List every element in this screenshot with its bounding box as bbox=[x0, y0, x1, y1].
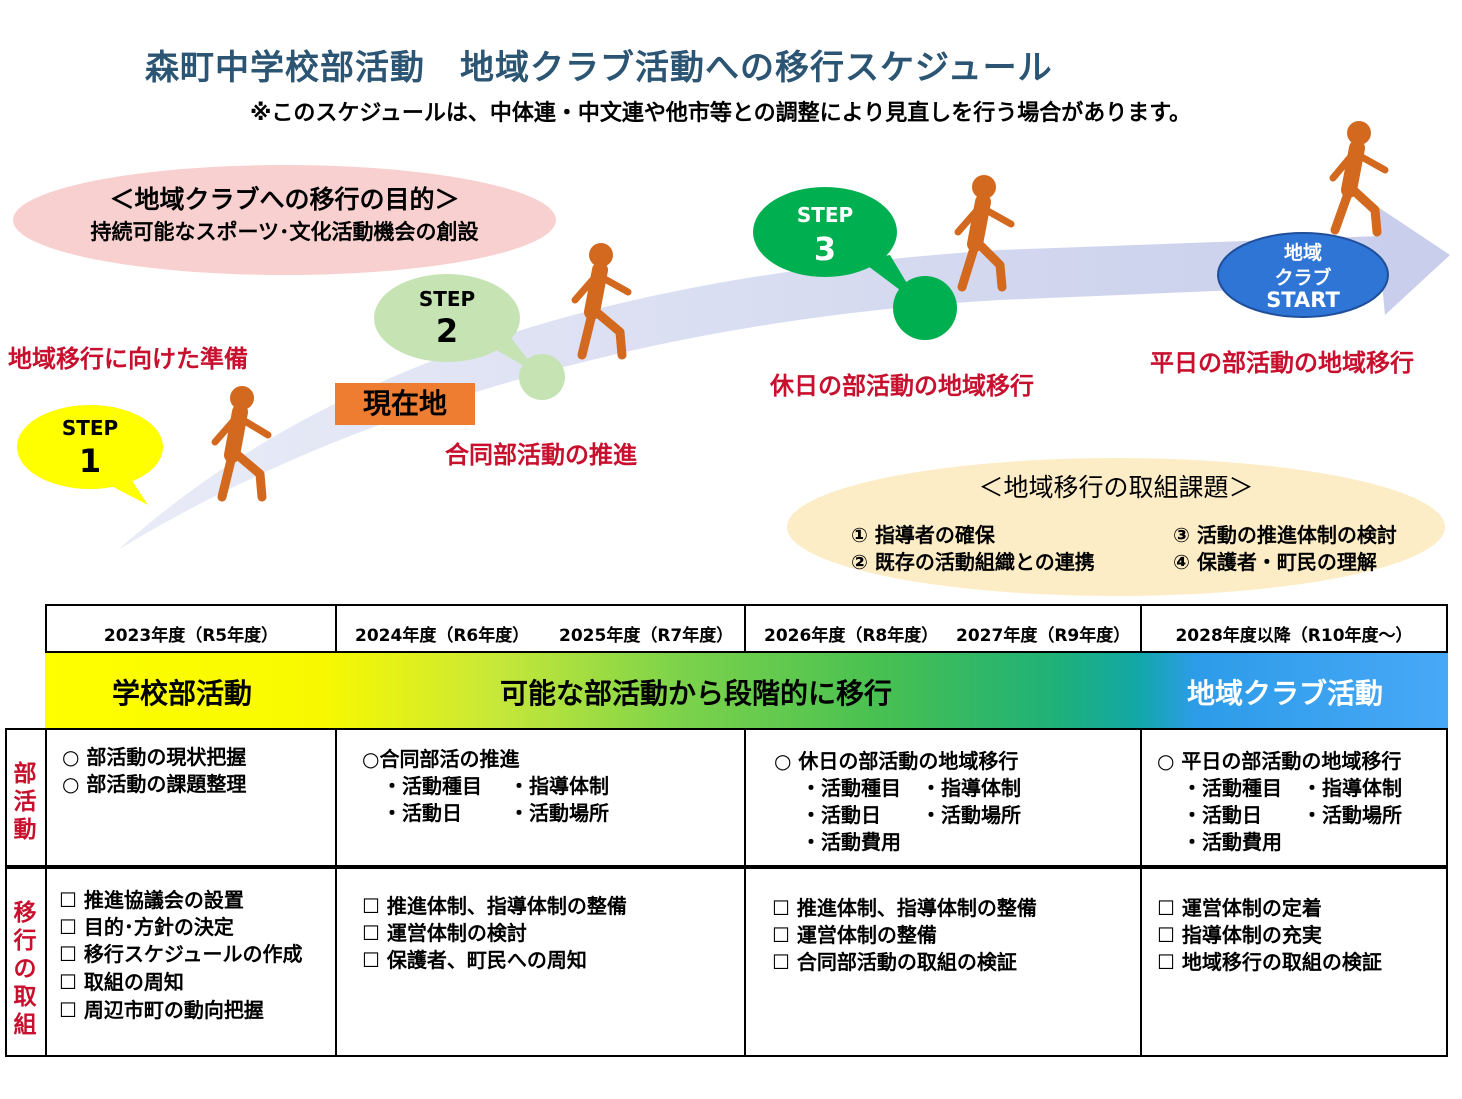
goal-line3: START bbox=[1266, 288, 1340, 312]
walker-icon bbox=[571, 243, 632, 360]
row2-cell: ☐ 推進協議会の設置 ☐ 目的･方針の決定 ☐ 移行スケジュールの作成 ☐ 取組… bbox=[45, 867, 335, 1057]
cell-line: ・活動種目 ・指導体制 bbox=[382, 774, 609, 798]
transition-band bbox=[45, 653, 1448, 728]
row1-cell: ○合同部活の推進 ・活動種目 ・指導体制 ・活動日 ・活動場所 bbox=[335, 728, 744, 867]
row-label-cell: 移行の取組 bbox=[5, 867, 45, 1057]
cell-line: ・活動費用 bbox=[1182, 830, 1282, 854]
year-label: 2026年度（R8年度） bbox=[764, 626, 939, 646]
purpose-heading: ＜地域クラブへの移行の目的＞ bbox=[109, 185, 460, 214]
step1-number: 1 bbox=[78, 442, 102, 480]
year-label: 2027年度（R9年度） bbox=[956, 626, 1131, 646]
row1-label-text: 部活動 bbox=[13, 761, 37, 843]
step1-caption: 地域移行に向けた準備 bbox=[8, 345, 248, 373]
cell-line: ○ 平日の部活動の地域移行 bbox=[1157, 749, 1402, 773]
cell-line: ○ 部活動の現状把握 bbox=[62, 745, 247, 769]
cell-line: ☐ 移行スケジュールの作成 bbox=[59, 942, 303, 966]
goal-caption: 平日の部活動の地域移行 bbox=[1150, 349, 1414, 377]
step1-bubble bbox=[17, 405, 163, 505]
cell-line: ☐ 推進体制、指導体制の整備 bbox=[362, 894, 627, 918]
row1-cell: ○ 平日の部活動の地域移行 ・活動種目 ・指導体制 ・活動日 ・活動場所 ・活動… bbox=[1140, 728, 1448, 867]
step2-number: 2 bbox=[435, 312, 459, 350]
cell-line: ・活動日 ・活動場所 bbox=[1182, 803, 1402, 827]
cell-line: ☐ 目的･方針の決定 bbox=[59, 915, 234, 939]
year-cell: 2024年度（R6年度） 2025年度（R7年度） bbox=[335, 604, 744, 653]
cell-line: ☐ 運営体制の検討 bbox=[362, 921, 527, 945]
step3-caption: 休日の部活動の地域移行 bbox=[770, 372, 1034, 400]
step2-label: STEP bbox=[418, 287, 476, 311]
cell-line: ☐ 運営体制の整備 bbox=[772, 923, 937, 947]
step3-bubble bbox=[753, 187, 957, 340]
issue-item: ④ 保護者・町民の理解 bbox=[1173, 550, 1377, 574]
cell-line: ・活動費用 bbox=[801, 830, 901, 854]
issue-item: ② 既存の活動組織との連携 bbox=[851, 550, 1095, 574]
cell-line: ☐ 保護者、町民への周知 bbox=[362, 948, 587, 972]
schedule-note: ※このスケジュールは、中体連・中文連や他市等との調整により見直しを行う場合があり… bbox=[250, 101, 1191, 126]
row2-label: 移行の取組 bbox=[7, 899, 43, 1039]
step1-label: STEP bbox=[61, 416, 119, 440]
purpose-ellipse bbox=[13, 165, 556, 275]
cell-line: ・活動種目 ・指導体制 bbox=[801, 776, 1021, 800]
band-school: 学校部活動 bbox=[112, 677, 253, 710]
walker-icon bbox=[1329, 121, 1389, 237]
goal-line1: 地域 bbox=[1283, 242, 1322, 264]
step2-bubble bbox=[374, 274, 565, 400]
issues-heading: ＜地域移行の取組課題＞ bbox=[978, 473, 1254, 502]
step3-number: 3 bbox=[813, 230, 837, 268]
cell-line: ☐ 合同部活動の取組の検証 bbox=[772, 950, 1017, 974]
cell-line: ☐ 地域移行の取組の検証 bbox=[1157, 950, 1382, 974]
row1-cell: ○ 部活動の現状把握 ○ 部活動の課題整理 bbox=[45, 728, 335, 867]
step3-label: STEP bbox=[796, 203, 854, 227]
walker-icon bbox=[954, 175, 1015, 292]
issue-item: ③ 活動の推進体制の検討 bbox=[1173, 523, 1397, 547]
cell-line: ○ 部活動の課題整理 bbox=[62, 772, 247, 796]
year-label: 2023年度（R5年度） bbox=[103, 626, 279, 646]
progress-arrow-graphic bbox=[17, 121, 1450, 550]
cell-line: ☐ 周辺市町の動向把握 bbox=[59, 998, 264, 1022]
row1-cell: ○ 休日の部活動の地域移行 ・活動種目 ・指導体制 ・活動日 ・活動場所 ・活動… bbox=[744, 728, 1140, 867]
row-label-cell: 部活動 bbox=[5, 728, 45, 867]
row2-label-text: 移行の取組 bbox=[13, 900, 37, 1038]
step2-caption: 合同部活動の推進 bbox=[445, 441, 637, 469]
goal-line2: クラブ bbox=[1274, 267, 1332, 289]
year-cell: 2026年度（R8年度） 2027年度（R9年度） bbox=[744, 604, 1140, 653]
cell-line: ☐ 運営体制の定着 bbox=[1157, 896, 1322, 920]
cell-line: ☐ 取組の周知 bbox=[59, 970, 184, 994]
row2-cell: ☐ 推進体制、指導体制の整備 ☐ 運営体制の整備 ☐ 合同部活動の取組の検証 bbox=[744, 867, 1140, 1057]
year-label: 2028年度以降（R10年度～） bbox=[1175, 626, 1413, 646]
issues-ellipse bbox=[787, 458, 1445, 596]
row1-label: 部活動 bbox=[7, 760, 43, 844]
page-title: 森町中学校部活動 地域クラブ活動への移行スケジュール bbox=[145, 48, 1053, 88]
cell-line: ☐ 推進体制、指導体制の整備 bbox=[772, 896, 1037, 920]
year-cell: 2023年度（R5年度） bbox=[45, 604, 335, 653]
cell-line: ・活動日 ・活動場所 bbox=[382, 801, 609, 825]
band-transition: 可能な部活動から段階的に移行 bbox=[500, 677, 893, 710]
cell-line: ○合同部活の推進 bbox=[362, 747, 520, 771]
year-label: 2024年度（R6年度） bbox=[355, 626, 530, 646]
current-location-badge: 現在地 bbox=[335, 383, 475, 425]
cell-line: ☐ 指導体制の充実 bbox=[1157, 923, 1322, 947]
walker-icon bbox=[211, 386, 272, 502]
row2-cell: ☐ 運営体制の定着 ☐ 指導体制の充実 ☐ 地域移行の取組の検証 bbox=[1140, 867, 1448, 1057]
purpose-text: 持続可能なスポーツ･文化活動機会の創設 bbox=[90, 220, 479, 244]
cell-line: ・活動日 ・活動場所 bbox=[801, 803, 1021, 827]
goal-ellipse bbox=[1217, 232, 1389, 318]
year-cell: 2028年度以降（R10年度～） bbox=[1140, 604, 1448, 653]
row2-cell: ☐ 推進体制、指導体制の整備 ☐ 運営体制の検討 ☐ 保護者、町民への周知 bbox=[335, 867, 744, 1057]
cell-line: ・活動種目 ・指導体制 bbox=[1182, 776, 1402, 800]
band-club: 地域クラブ活動 bbox=[1187, 677, 1384, 710]
curved-arrow bbox=[118, 205, 1450, 550]
cell-line: ☐ 推進協議会の設置 bbox=[59, 888, 244, 912]
issue-item: ① 指導者の確保 bbox=[851, 523, 995, 547]
cell-line: ○ 休日の部活動の地域移行 bbox=[774, 749, 1019, 773]
year-label: 2025年度（R7年度） bbox=[559, 626, 734, 646]
